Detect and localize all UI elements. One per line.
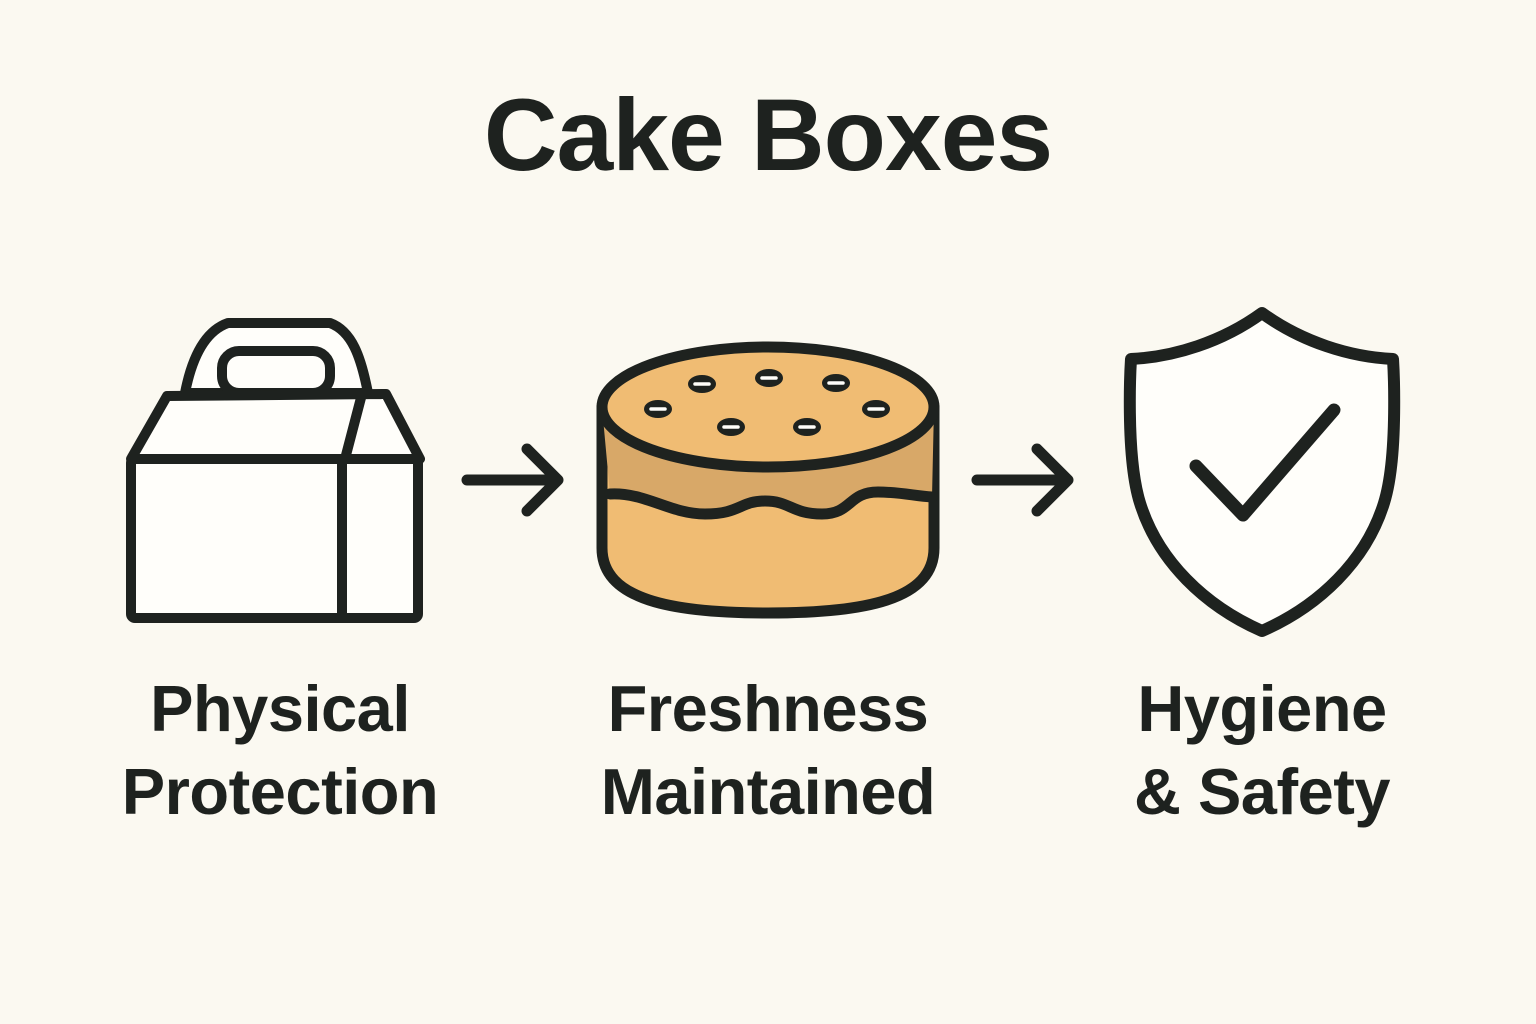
cake-dots [644,369,890,436]
step-label-hygiene-safety: Hygiene & Safety [1002,668,1522,833]
step-label-line: Physical [150,672,410,745]
arrow-right-icon [971,443,1074,517]
step-label-line: Freshness [607,672,929,745]
cake-box-icon [126,318,425,623]
page-title: Cake Boxes [483,78,1053,192]
step-label-freshness-maintained: Freshness Maintained [508,668,1028,833]
step-label-line: Protection [121,754,439,828]
step-label-line: Hygiene [1137,672,1387,745]
arrow-right-icon [461,443,564,517]
step-label-line: & Safety [1133,754,1391,828]
checkmark-icon [1189,403,1341,522]
cake-icon [596,341,940,619]
step-label-line: Maintained [600,754,936,828]
step-label-physical-protection: Physical Protection [20,668,540,833]
shield-check-icon [1123,307,1401,637]
